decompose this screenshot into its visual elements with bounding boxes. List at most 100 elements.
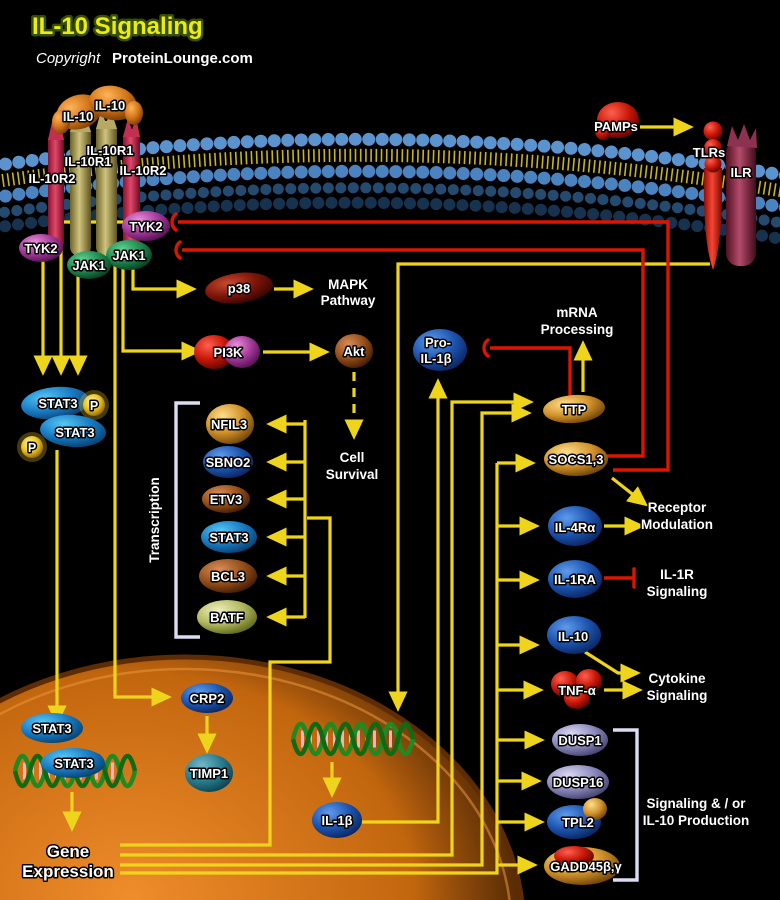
gadd45-label: GADD45β,γ [550, 859, 622, 874]
tlr-receptor-body [703, 168, 723, 270]
jak1-label: JAK1 [112, 248, 145, 263]
il1r-signaling-label: Signaling [647, 584, 708, 599]
p38-label: p38 [228, 281, 250, 296]
arrow-jak1-to-p38 [131, 266, 197, 299]
pi3k-protein-red-lobe [194, 335, 234, 369]
il1b-protein [312, 802, 362, 838]
pamps-label: PAMPs [594, 119, 638, 134]
tlr-bead [704, 139, 722, 157]
nuclear-stat3-lower [41, 748, 105, 778]
jak1-label: JAK1 [72, 258, 105, 273]
tyk2-label: TYK2 [24, 241, 57, 256]
il10r2-chain [48, 132, 64, 250]
nuclear-stat3-label: STAT3 [54, 756, 93, 771]
il10-protein [547, 616, 601, 654]
il10-ligand-lobe [52, 110, 70, 134]
il10-receptor-complex [19, 85, 170, 279]
sbno2-label: SBNO2 [206, 455, 251, 470]
inhibition-arrowhead-jak1 [174, 240, 182, 260]
tnfa-protein [564, 687, 590, 709]
gene-bus-to-transcription-factors [120, 516, 332, 847]
cell-survival-label: Survival [326, 467, 379, 482]
jak1-kinase [67, 251, 111, 279]
transcription-bracket [174, 401, 200, 639]
batf-protein [197, 600, 257, 634]
stat3-label: STAT3 [38, 396, 77, 411]
tlrs-label: TLRs [693, 145, 726, 160]
pamps-particle-lobe [595, 122, 611, 140]
il4ra-label: IL-4Rα [555, 520, 596, 535]
arrow-socs-to-receptor-modulation [611, 476, 649, 507]
inhibition-socs-to-jak1 [182, 248, 645, 458]
cell-survival-label: Cell [340, 450, 365, 465]
tyk2-kinase [122, 211, 170, 241]
ilr-label: ILR [731, 165, 753, 180]
il10-ligand-label: IL-10 [95, 98, 125, 113]
socs13-label: SOCS1,3 [549, 452, 604, 467]
gene-expression-label: Expression [22, 862, 114, 881]
il10r2-label: IL-10R2 [120, 163, 167, 178]
phospho-group [21, 436, 43, 458]
il10-protein-label: IL-10 [558, 629, 588, 644]
stat3-factor-protein [201, 521, 257, 553]
nfil3-label: NFIL3 [211, 417, 247, 432]
mapk-pathway-label: Pathway [321, 293, 376, 308]
phospho-label: P [28, 441, 36, 455]
gene-expression-label: Gene [47, 842, 90, 861]
transcription-bracket-label: Transcription [147, 477, 162, 563]
inhibition-arrowhead-pro-il1b [482, 338, 490, 358]
nucleus [0, 654, 524, 900]
tnfa-protein [576, 669, 602, 693]
il1ra-label: IL-1RA [554, 572, 597, 587]
il10-ligand-lobe [125, 101, 143, 125]
receptor-modulation-label: Modulation [641, 517, 713, 532]
dna-helix-center [290, 721, 416, 757]
sbno2-protein [203, 446, 253, 478]
stat3-protein-top [21, 386, 89, 420]
gadd45-protein-lobe [554, 846, 594, 866]
bcl3-protein [199, 559, 257, 593]
dusp1-protein [552, 724, 608, 756]
stat3-protein-bottom [40, 414, 106, 448]
signaling-group-label: IL-10 Production [643, 813, 750, 828]
arrow-il10-to-cytokine-signaling [584, 650, 641, 683]
copyright-prefix: Copyright [36, 50, 101, 67]
socs13-protein [544, 442, 608, 476]
il10r1-label: IL-10R1 [65, 154, 112, 169]
crp2-protein [181, 683, 233, 713]
signaling-group-bracket [613, 728, 639, 882]
pi3k-label: PI3K [214, 345, 244, 360]
dna-strand [290, 721, 416, 757]
il1r-signaling-label: IL-1R [660, 567, 694, 582]
il4ra-protein [548, 506, 602, 546]
nuclear-stat3-label: STAT3 [32, 721, 71, 736]
il10r1-label: IL-10R1 [87, 143, 134, 158]
tpl2-label: TPL2 [562, 815, 594, 830]
stat3-label: STAT3 [55, 425, 94, 440]
ttp-label: TTP [562, 402, 587, 417]
bcl3-label: BCL3 [211, 569, 245, 584]
etv3-protein [202, 485, 250, 513]
tlr-bead [704, 155, 722, 173]
il10r2-label: IL-10R2 [29, 171, 76, 186]
nfil3-protein [206, 404, 254, 444]
dusp16-label: DUSP16 [553, 775, 604, 790]
ilr-receptor-body [726, 140, 756, 266]
pi3k-protein-purple-lobe [224, 336, 260, 368]
akt-label: Akt [344, 344, 366, 359]
inhibition-ttp-to-pro-il1b [490, 346, 572, 396]
tpl2-protein-lobe [583, 798, 607, 820]
pro-il1b-label: IL-1β [420, 351, 451, 366]
arrow-tlr-to-dna [388, 262, 710, 712]
arrow-jak1-to-crp2 [113, 262, 172, 707]
tnfa-label: TNF-α [558, 683, 596, 698]
signaling-group-label: Signaling & / or [646, 796, 746, 811]
gene-bus-to-ttp-2 [120, 403, 532, 867]
jak1-kinase [106, 240, 152, 270]
activation-wires [33, 117, 710, 875]
mapk-pathway-label: MAPK [328, 277, 368, 292]
ilr-crown [727, 124, 757, 148]
receptor-modulation-label: Receptor [648, 500, 707, 515]
gene-bus-to-ttp-1 [120, 392, 534, 857]
